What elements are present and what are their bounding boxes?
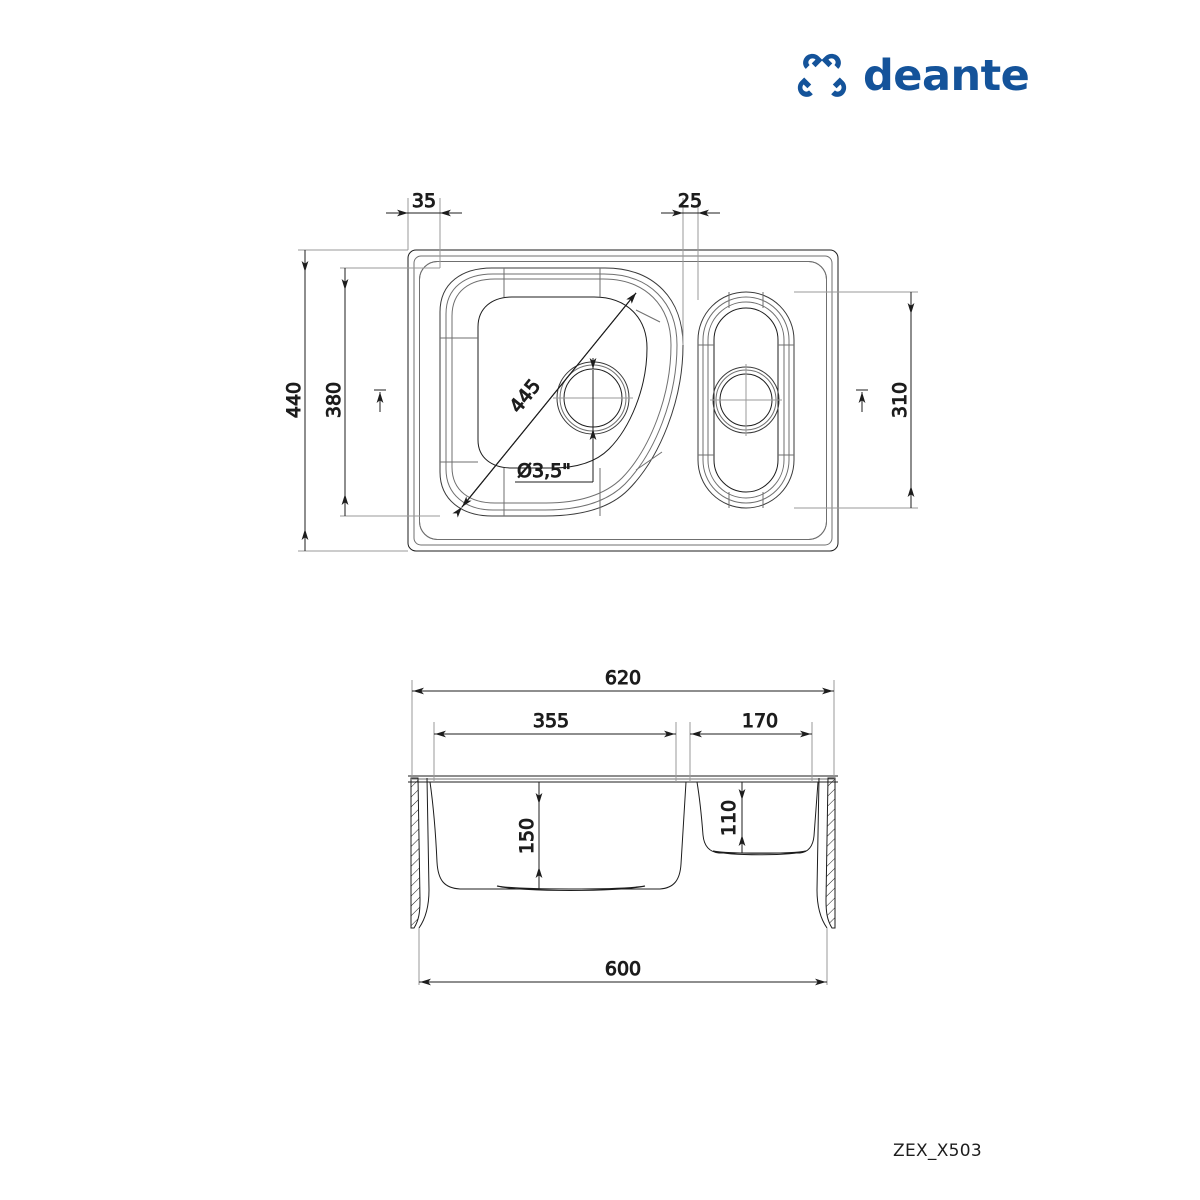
top-view-extension-lines (298, 198, 918, 552)
brand-logo: deante (795, 42, 1030, 114)
dimension-310-label: 310 (889, 382, 911, 418)
dimension-440-label: 440 (283, 382, 305, 418)
top-view-corner-marks (419, 261, 827, 540)
dimension-150-label: 150 (516, 818, 538, 854)
dimension-35-label: 35 (412, 190, 436, 212)
section-left-flange (410, 777, 430, 929)
dimension-620-label: 620 (605, 667, 641, 689)
dimension-440: 440 (283, 250, 309, 551)
dimension-diameter-label: Ø3,5" (517, 460, 571, 482)
section-large-bowl (429, 781, 687, 891)
dimension-310: 310 (889, 292, 915, 508)
dimension-diameter: Ø3,5" (515, 358, 597, 483)
dimension-355-label: 355 (533, 710, 569, 732)
dimension-110: 110 (718, 782, 746, 853)
dimension-445-label: 445 (505, 375, 545, 417)
dimension-355: 355 (434, 710, 676, 738)
dimension-600: 600 (419, 958, 827, 986)
dimension-380: 380 (323, 268, 349, 516)
section-right-flange (816, 777, 836, 929)
dimension-170-label: 170 (742, 710, 778, 732)
dimension-620: 620 (412, 667, 834, 695)
section-small-bowl (696, 781, 819, 856)
dimension-110-label: 110 (718, 800, 740, 836)
brand-name: deante (863, 50, 1030, 101)
deante-logo-mark-icon (797, 53, 847, 97)
dimension-35: 35 (386, 190, 462, 217)
section-flange (408, 775, 838, 783)
small-bowl-drain (710, 364, 782, 436)
dimension-25-label: 25 (678, 190, 702, 212)
top-view-center-arrows (374, 389, 868, 412)
dimension-150: 150 (516, 782, 543, 889)
top-view-plate-outline (407, 249, 839, 552)
dimension-380-label: 380 (323, 382, 345, 418)
section-extension-lines (411, 680, 835, 985)
product-code-label: ZEX_X503 (893, 1141, 983, 1161)
dimension-600-label: 600 (605, 958, 641, 980)
dimension-25: 25 (661, 190, 720, 217)
dimension-170: 170 (690, 710, 812, 738)
